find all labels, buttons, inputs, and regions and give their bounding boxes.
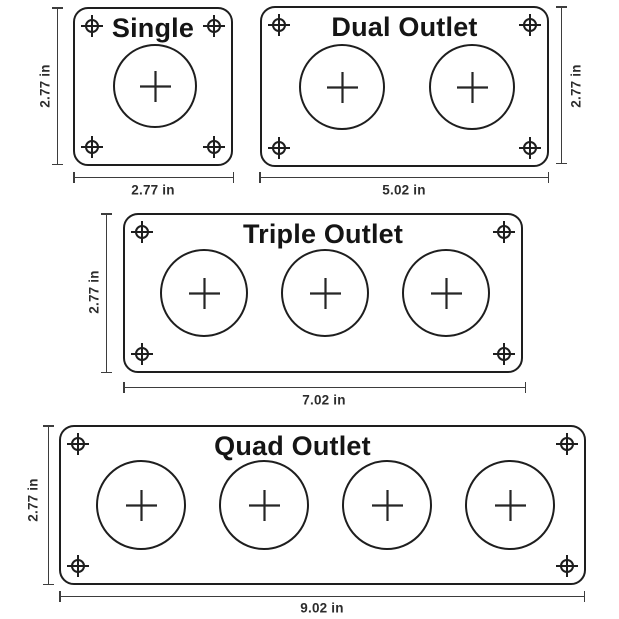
outlet-hole [219,460,309,550]
single-height-label: 2.77 in [37,64,53,108]
screw-hole [67,433,89,455]
screw-hole-icon [268,137,290,159]
screw-hole [81,136,103,158]
outlet-center-crosshair-icon [125,489,157,521]
single-width-label: 2.77 in [131,182,175,198]
screw-hole-icon [268,14,290,36]
panel-dual: Dual Outlet [260,6,549,167]
panel-triple: Triple Outlet [123,213,523,373]
panel-quad: Quad Outlet [59,425,586,585]
screw-hole [203,15,225,37]
triple-height-dimension-line [101,213,112,373]
screw-hole [268,14,290,36]
quad-width-dimension-line [59,591,585,602]
outlet-center-crosshair-icon [456,71,488,103]
panel-single: Single [73,7,233,166]
panel-single-title: Single [111,13,195,43]
triple-height-label: 2.77 in [86,270,102,314]
screw-hole-icon [203,136,225,158]
outlet-hole [299,44,385,130]
screw-hole [81,15,103,37]
screw-hole [519,137,541,159]
screw-hole [203,136,225,158]
single-height-dimension-line [52,7,63,165]
quad-width-label: 9.02 in [300,600,344,616]
quad-height-dimension-line [43,425,54,585]
outlet-center-crosshair-icon [326,71,358,103]
screw-hole [131,221,153,243]
outlet-center-crosshair-icon [248,489,280,521]
outlet-hole [465,460,555,550]
screw-hole [67,555,89,577]
screw-hole-icon [493,221,515,243]
screw-hole-icon [519,14,541,36]
dual-height-dimension-line [556,6,567,164]
dual-height-label: 2.77 in [568,64,584,108]
screw-hole-icon [131,343,153,365]
triple-width-label: 7.02 in [302,392,346,408]
dual-width-label: 5.02 in [382,182,426,198]
screw-hole-icon [81,15,103,37]
dual-width-dimension-line [259,172,549,183]
screw-hole [556,433,578,455]
panel-triple-title: Triple Outlet [242,219,404,249]
screw-hole [131,343,153,365]
screw-hole-icon [67,555,89,577]
outlet-hole [429,44,515,130]
outlet-center-crosshair-icon [188,277,220,309]
outlet-center-crosshair-icon [139,70,171,102]
screw-hole-icon [67,433,89,455]
screw-hole [268,137,290,159]
outlet-hole [160,249,248,337]
outlet-hole [402,249,490,337]
outlet-center-crosshair-icon [494,489,526,521]
triple-width-dimension-line [123,382,526,393]
screw-hole [493,343,515,365]
outlet-center-crosshair-icon [309,277,341,309]
screw-hole-icon [556,433,578,455]
screw-hole-icon [556,555,578,577]
screw-hole-icon [81,136,103,158]
outlet-center-crosshair-icon [430,277,462,309]
outlet-center-crosshair-icon [371,489,403,521]
quad-height-label: 2.77 in [25,478,41,522]
outlet-hole [281,249,369,337]
outlet-hole [113,44,197,128]
screw-hole-icon [493,343,515,365]
screw-hole [519,14,541,36]
single-width-dimension-line [73,172,234,183]
panel-dual-title: Dual Outlet [331,12,478,42]
screw-hole-icon [203,15,225,37]
screw-hole [493,221,515,243]
outlet-hole [342,460,432,550]
screw-hole [556,555,578,577]
screw-hole-icon [131,221,153,243]
outlet-hole [96,460,186,550]
screw-hole-icon [519,137,541,159]
panel-quad-title: Quad Outlet [214,431,371,461]
